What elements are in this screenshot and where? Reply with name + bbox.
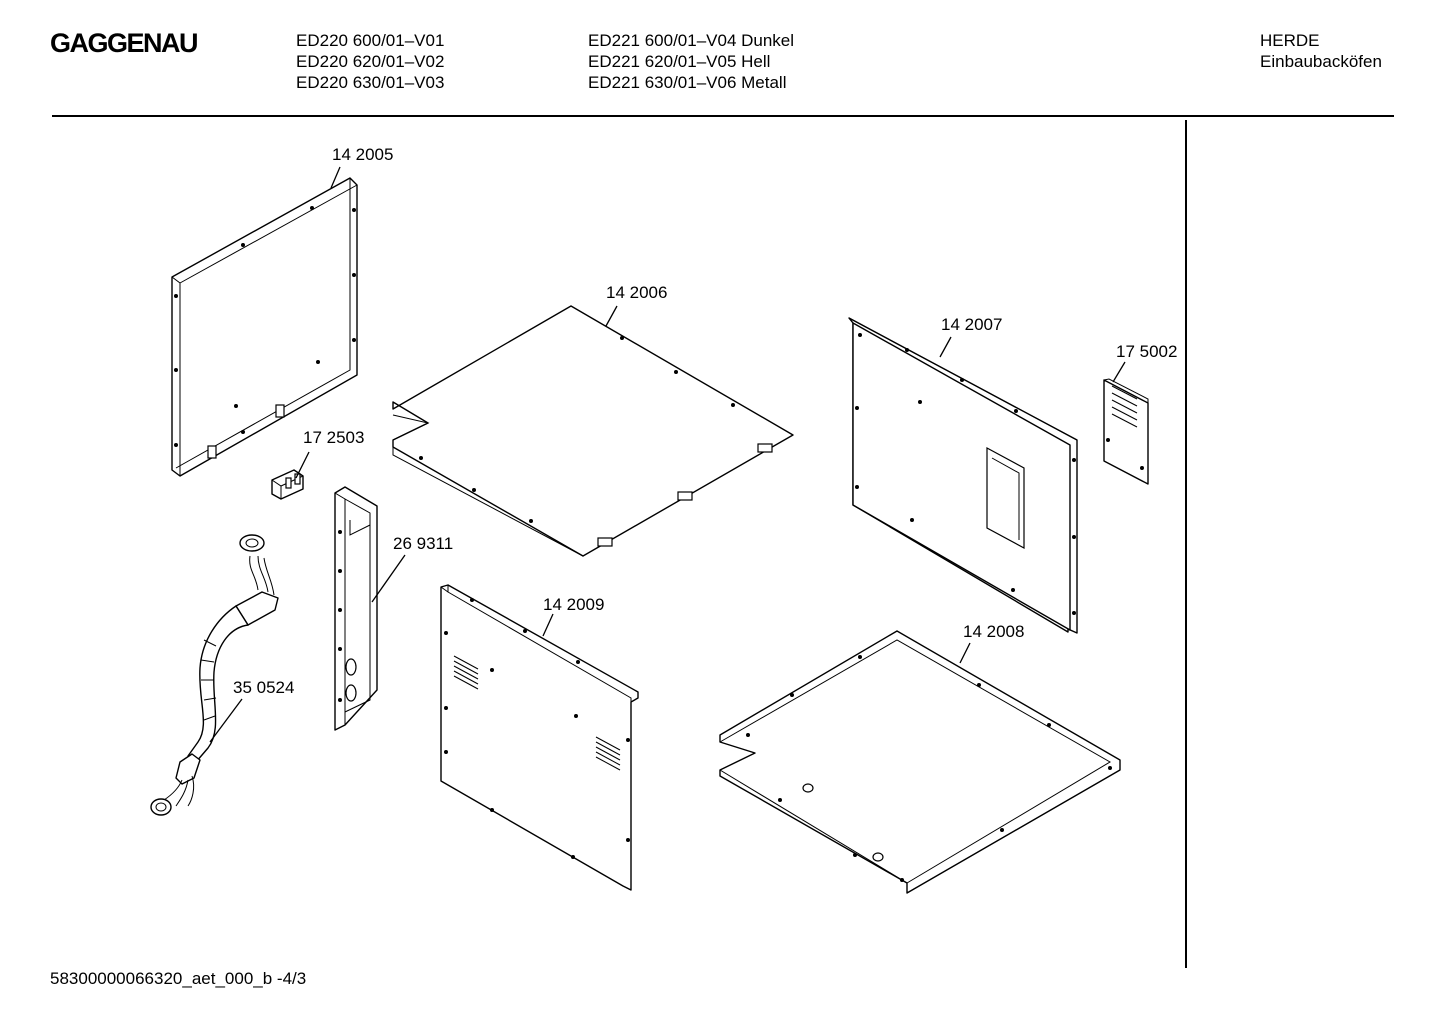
model-line: ED221 600/01–V04 Dunkel [588, 31, 795, 50]
header-divider [52, 115, 1394, 117]
label-35-0524: 35 0524 [233, 678, 294, 697]
model-line: ED221 620/01–V05 Hell [588, 52, 771, 71]
document-id: 58300000066320_aet_000_b -4/3 [50, 969, 307, 988]
category-subtitle: Einbaubacköfen [1260, 52, 1382, 71]
part-35-0524[interactable] [150, 534, 279, 816]
part-17-2503[interactable] [271, 469, 304, 500]
label-14-2006: 14 2006 [606, 283, 667, 302]
label-14-2007: 14 2007 [941, 315, 1002, 334]
model-line: ED220 620/01–V02 [296, 52, 445, 71]
label-17-2503: 17 2503 [303, 428, 364, 447]
part-17-5002[interactable] [1103, 378, 1149, 485]
part-14-2008[interactable] [719, 630, 1121, 894]
model-line: ED221 630/01–V06 Metall [588, 73, 787, 92]
model-line: ED220 600/01–V01 [296, 31, 445, 50]
label-14-2008: 14 2008 [963, 622, 1024, 641]
model-line: ED220 630/01–V03 [296, 73, 445, 92]
vertical-divider [1185, 120, 1187, 968]
brand-logo: GAGGENAU [50, 28, 199, 58]
model-list-left: ED220 600/01–V01 ED220 620/01–V02 ED220 … [296, 30, 444, 93]
label-14-2005: 14 2005 [332, 145, 393, 164]
category-title: HERDE [1260, 31, 1320, 50]
label-17-5002: 17 5002 [1116, 342, 1177, 361]
part-14-2006[interactable] [392, 305, 794, 557]
label-26-9311: 26 9311 [393, 534, 453, 553]
model-list-right: ED221 600/01–V04 Dunkel ED221 620/01–V05… [588, 30, 794, 93]
part-14-2007[interactable] [848, 317, 1078, 634]
part-26-9311[interactable] [334, 486, 378, 731]
part-14-2009[interactable] [440, 584, 639, 891]
part-14-2005[interactable] [171, 177, 358, 477]
label-14-2009: 14 2009 [543, 595, 604, 614]
category-block: HERDE Einbaubacköfen [1260, 30, 1382, 72]
